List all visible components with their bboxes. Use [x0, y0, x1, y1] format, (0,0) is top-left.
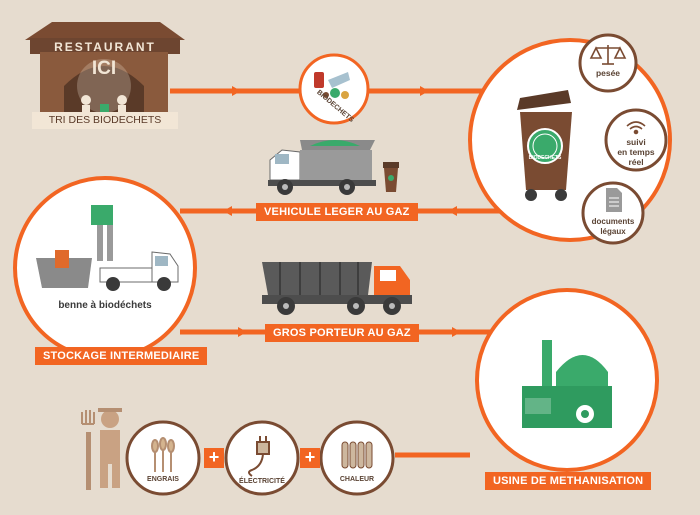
output-label-heat: CHALEUR: [339, 476, 375, 483]
plant-caption: USINE DE METHANISATION: [485, 472, 652, 490]
document-icon: [606, 188, 622, 212]
arrow-right-1: [232, 86, 241, 96]
feature-circles: [578, 33, 668, 245]
feature-circle-tracking: [604, 108, 668, 172]
plus-sign-1: +: [208, 447, 220, 467]
flow-arrows: [223, 86, 461, 337]
storage-container-label: benne à biodéchets: [58, 300, 152, 311]
output-label-electricity: ÉLECTRICITÉ: [239, 478, 285, 485]
arrow-right-4: [452, 327, 461, 337]
restaurant-badge: ICI: [91, 58, 117, 79]
heavy-truck-label: GROS PORTEUR AU GAZ: [265, 324, 419, 342]
arrow-right-2: [420, 86, 429, 96]
output-label-fertilizer: ENGRAIS: [147, 476, 179, 483]
plus-box-1: [204, 448, 224, 468]
light-vehicle-label: VEHICULE LEGER AU GAZ: [256, 203, 418, 221]
plus-box-2: [300, 448, 320, 468]
farmer-figure: [81, 408, 122, 490]
outputs-row: [125, 420, 395, 496]
arrow-left-2: [223, 206, 232, 216]
feature-circle-documents: [581, 181, 645, 245]
scale-icon: [589, 45, 627, 65]
arrow-right-3: [238, 327, 247, 337]
heavy-gas-truck: [262, 262, 412, 315]
biodechets-icon: [298, 53, 370, 125]
restaurant-caption: TRI DES BIODECHETS: [48, 114, 162, 126]
wheat-icon: [151, 437, 175, 472]
arrow-left-1: [448, 206, 457, 216]
output-circle-heat: [319, 420, 395, 496]
methanisation-plant: [475, 288, 659, 472]
storage-caption: STOCKAGE INTERMEDIAIRE: [35, 347, 208, 365]
restaurant-name: RESTAURANT: [54, 40, 156, 54]
feature-label-documents: documents légaux: [588, 217, 638, 237]
restaurant-building: [25, 22, 185, 129]
documents-line-2: légaux: [600, 227, 626, 236]
tracking-line-1: suivi: [626, 137, 646, 147]
plug-icon: [248, 436, 270, 477]
tracking-line-3: réel: [628, 157, 644, 167]
light-gas-vehicle: [268, 140, 399, 195]
wifi-icon: [626, 121, 646, 135]
documents-line-1: documents: [591, 217, 635, 226]
radiator-icon: [341, 441, 373, 469]
feature-label-scale: pesée: [595, 68, 621, 78]
tracking-line-2: en temps: [617, 147, 655, 157]
storage-panel: [13, 176, 197, 360]
plus-sign-2: +: [304, 447, 316, 467]
feature-label-tracking: suivi en temps réel: [611, 137, 661, 167]
bin-badge-text: BIODECHETS: [528, 155, 562, 161]
